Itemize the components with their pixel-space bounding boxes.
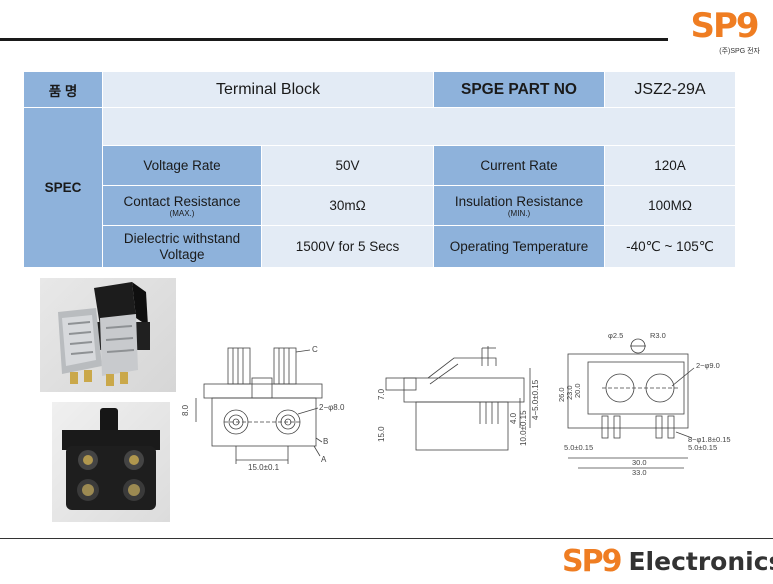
spec-blank-cell (102, 107, 736, 146)
top-dim-h3: 20.0 (573, 383, 582, 398)
contact-resistance-label: Contact Resistance (MAX.) (102, 185, 262, 226)
insulation-resistance-label: Insulation Resistance (MIN.) (433, 185, 605, 226)
spg-logo: SP9 (주)SPG 전자 (684, 6, 764, 64)
spec-row: Voltage Rate 50V Current Rate 120A (24, 145, 736, 186)
spec-row: Dielectric withstand Voltage 1500V for 5… (24, 225, 736, 268)
current-rate-value: 120A (604, 145, 736, 186)
max-note: (MAX.) (169, 208, 195, 218)
operating-temperature-label: Operating Temperature (433, 225, 605, 268)
top-dim-w2: 33.0 (632, 468, 647, 476)
product-photo-angled (40, 278, 176, 392)
side-view-drawing: 7.0 15.0 4.0 10.0±0.15 4−5.0±0.15 (370, 338, 550, 473)
top-dim-hole-small: φ2.5 (608, 331, 623, 340)
top-dim-w1: 30.0 (632, 458, 647, 467)
top-dim-holes: 2−φ9.0 (696, 361, 720, 370)
logo-company-name: (주)SPG 전자 (719, 48, 760, 55)
insulation-resistance-value: 100MΩ (604, 185, 736, 226)
top-dim-r: R3.0 (650, 331, 666, 340)
spec-label: SPEC (23, 107, 103, 268)
top-dim-pin-pitch: 5.0±0.15 (688, 443, 717, 452)
part-no-value: JSZ2-29A (604, 71, 736, 108)
top-divider (0, 38, 668, 41)
dielectric-voltage-label: Dielectric withstand Voltage (102, 225, 262, 268)
voltage-rate-label: Voltage Rate (102, 145, 262, 186)
side-dim-c: 4.0 (509, 412, 518, 424)
dielectric-voltage-value: 1500V for 5 Secs (261, 225, 434, 268)
logo-mark: SP9 (690, 6, 759, 46)
front-label-c: C (312, 345, 318, 354)
product-name-value: Terminal Block (102, 71, 434, 108)
footer-logo-word: Electronics (628, 546, 773, 576)
spec-blank-row: SPEC (23, 107, 736, 268)
part-no-label: SPGE PART NO (433, 71, 605, 108)
contact-resistance-value: 30mΩ (261, 185, 434, 226)
current-rate-label: Current Rate (433, 145, 605, 186)
min-note: (MIN.) (507, 208, 531, 218)
top-view-drawing: φ2.5 R3.0 2−φ9.0 26.0 23.0 20.0 8−φ1.8±0… (557, 328, 738, 481)
spg-electronics-logo: SP9 Electronics (562, 541, 773, 581)
product-row: 품 명 Terminal Block SPGE PART NO JSZ2-29A (23, 71, 736, 108)
front-view-drawing: C 2−φ8.0 B A 15.0±0.1 8.0 (178, 338, 353, 478)
side-dim-a: 7.0 (377, 388, 386, 400)
top-dim-left: 5.0±0.15 (564, 443, 593, 452)
front-label-a: A (321, 455, 327, 464)
spec-row: Contact Resistance (MAX.) 30mΩ Insulatio… (24, 185, 736, 226)
side-dim-e: 4−5.0±0.15 (531, 379, 540, 420)
side-dim-d: 10.0±0.15 (519, 410, 528, 446)
top-dim-h2: 23.0 (565, 385, 574, 400)
front-label-b: B (323, 437, 328, 446)
operating-temperature-value: -40℃ ~ 105℃ (604, 225, 736, 268)
front-dim-height: 8.0 (181, 404, 190, 416)
front-label-hole: 2−φ8.0 (319, 403, 345, 412)
top-dim-h1: 26.0 (558, 387, 566, 402)
voltage-rate-value: 50V (261, 145, 434, 186)
side-dim-b: 15.0 (377, 426, 386, 442)
front-dim-pitch: 15.0±0.1 (248, 463, 280, 472)
footer-logo-mark: SP9 (562, 543, 622, 579)
spec-table: 품 명 Terminal Block SPGE PART NO JSZ2-29A… (23, 71, 736, 268)
top-dim-pin: 8−φ1.8±0.15 (688, 435, 731, 444)
product-name-label: 품 명 (23, 71, 103, 108)
product-photo-front (52, 402, 170, 522)
bottom-divider (0, 538, 773, 539)
